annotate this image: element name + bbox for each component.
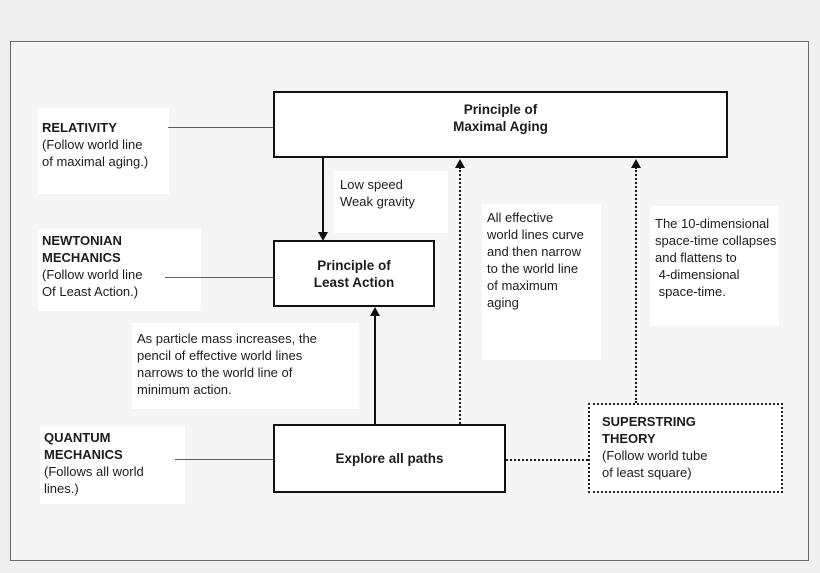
maximal-aging-box: Principle of Maximal Aging	[273, 91, 728, 158]
explore-to-maximal-dotted-line	[459, 167, 461, 424]
low-speed-annotation: Low speed Weak gravity	[334, 171, 448, 233]
explore-to-least-line	[374, 314, 376, 424]
relativity-body: (Follow world line of maximal aging.)	[42, 137, 149, 169]
explore-to-maximal-arrowhead	[455, 159, 465, 168]
relativity-connector-line	[168, 127, 273, 128]
maximal-to-least-arrowhead	[318, 232, 328, 241]
maximal-to-least-line	[322, 158, 324, 233]
least-action-title: Principle of Least Action	[313, 257, 395, 290]
newtonian-label: NEWTONIAN MECHANICS (Follow world line O…	[38, 229, 201, 311]
relativity-label: RELATIVITY (Follow world line of maximal…	[38, 108, 169, 194]
quantum-label: QUANTUM MECHANICS (Follows all world lin…	[40, 426, 185, 504]
particle-mass-annotation: As particle mass increases, the pencil o…	[132, 323, 359, 409]
superstring-title: SUPERSTRING THEORY	[602, 414, 696, 446]
maximal-aging-title: Principle of Maximal Aging	[453, 102, 548, 134]
superstring-box: SUPERSTRING THEORY (Follow world tube of…	[588, 403, 783, 493]
relativity-title: RELATIVITY	[42, 120, 117, 135]
quantum-title: QUANTUM MECHANICS	[44, 430, 123, 462]
superstring-to-maximal-arrowhead	[631, 159, 641, 168]
newtonian-title: NEWTONIAN MECHANICS	[42, 233, 122, 265]
newtonian-body: (Follow world line Of Least Action.)	[42, 267, 143, 299]
quantum-connector-line	[175, 459, 273, 460]
explore-superstring-dotted-line	[506, 459, 588, 461]
quantum-body: (Follows all world lines.)	[44, 464, 144, 496]
ten-dimensional-annotation: The 10-dimensional space-time collapses …	[650, 206, 779, 326]
explore-to-least-arrowhead	[370, 307, 380, 316]
newtonian-connector-line	[165, 277, 273, 278]
explore-paths-box: Explore all paths	[273, 424, 506, 493]
superstring-to-maximal-dotted-line	[635, 167, 637, 403]
least-action-box: Principle of Least Action	[273, 240, 435, 307]
all-effective-annotation: All effective world lines curve and then…	[482, 204, 601, 360]
superstring-body: (Follow world tube of least square)	[602, 448, 708, 480]
diagram-frame: Principle of Maximal Aging Principle of …	[10, 41, 809, 561]
explore-paths-title: Explore all paths	[335, 451, 444, 466]
